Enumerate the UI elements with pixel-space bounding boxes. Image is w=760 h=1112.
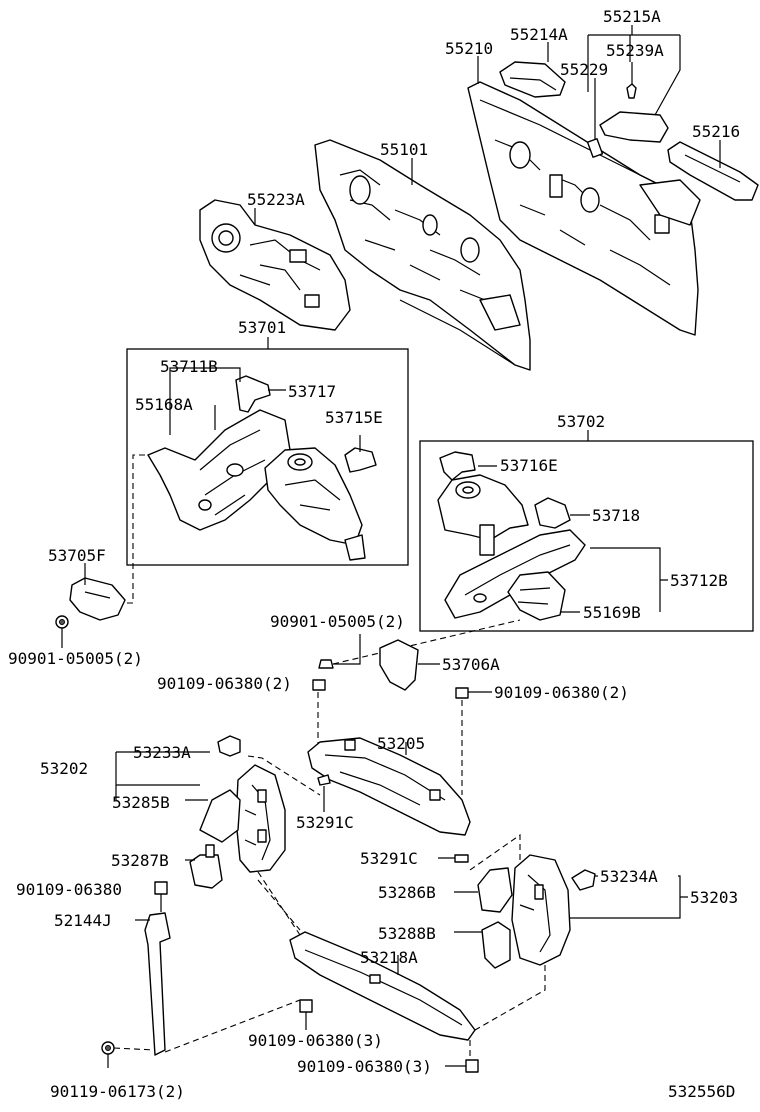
label-90109-06380-d: 90109-06380(3) xyxy=(248,1031,383,1050)
part-suspension-tower-left xyxy=(264,447,366,561)
part-53291C-clip-a xyxy=(317,774,331,786)
labels: 55214A 55215A 55210 55239A 55229 55216 5… xyxy=(8,7,740,1101)
diagram-id: 532556D xyxy=(668,1082,735,1101)
part-53233A-cap xyxy=(217,735,241,757)
part-53286B xyxy=(477,867,513,913)
part-suspension-tower-right xyxy=(437,474,529,556)
label-55101: 55101 xyxy=(380,140,428,159)
label-53218A: 53218A xyxy=(360,948,418,967)
part-55169B xyxy=(507,571,566,621)
label-90901-05005-left: 90901-05005(2) xyxy=(8,649,143,668)
label-53702: 53702 xyxy=(557,412,605,431)
label-53706A: 53706A xyxy=(442,655,500,674)
part-90109-bolt-d xyxy=(299,999,313,1013)
part-53706A-bracket xyxy=(379,639,419,691)
label-55239A: 55239A xyxy=(606,41,664,60)
label-55210: 55210 xyxy=(445,39,493,58)
label-55215A: 55215A xyxy=(603,7,661,26)
part-55215A xyxy=(599,111,669,143)
part-55216 xyxy=(667,141,759,201)
label-53234A: 53234A xyxy=(600,867,658,886)
label-55214A: 55214A xyxy=(510,25,568,44)
part-55239A-clip xyxy=(626,83,637,99)
part-53203-side-support-right xyxy=(511,854,571,966)
part-53716E-bracket xyxy=(439,451,476,481)
part-53285B xyxy=(199,789,241,843)
label-53701: 53701 xyxy=(238,318,286,337)
part-53715E-bracket xyxy=(344,447,377,473)
part-53705F-bracket xyxy=(69,577,126,621)
label-53715E: 53715E xyxy=(325,408,383,427)
label-53291C-a: 53291C xyxy=(296,813,354,832)
part-53202-side-support-left xyxy=(235,764,286,873)
label-53203: 53203 xyxy=(690,888,738,907)
part-90901-bolt-mid xyxy=(318,659,334,669)
part-53205-radiator-support-upper xyxy=(307,737,471,836)
part-90109-bolt-a xyxy=(312,679,326,691)
part-55210-dash-panel xyxy=(467,81,701,336)
part-55223A-insulator xyxy=(199,199,351,331)
part-90119-bolt xyxy=(101,1041,115,1055)
part-55214A xyxy=(499,61,566,98)
label-53205: 53205 xyxy=(377,734,425,753)
label-90109-06380-e: 90109-06380(3) xyxy=(297,1057,432,1076)
part-53712B-apron xyxy=(444,529,586,619)
label-55229: 55229 xyxy=(560,60,608,79)
part-52144J-lock xyxy=(144,912,171,1056)
part-53288B xyxy=(481,921,511,969)
part-53234A-cap xyxy=(571,869,596,891)
part-53287B xyxy=(189,844,223,889)
label-53711B: 53711B xyxy=(160,357,218,376)
label-53717: 53717 xyxy=(288,382,336,401)
part-90109-bolt-c xyxy=(154,881,168,895)
label-53712B: 53712B xyxy=(670,571,728,590)
top-leaders xyxy=(254,25,721,225)
label-53291C-b: 53291C xyxy=(360,849,418,868)
label-90109-06380-b: 90109-06380(2) xyxy=(494,683,629,702)
label-55223A: 55223A xyxy=(247,190,305,209)
label-53233A: 53233A xyxy=(133,743,191,762)
label-55216: 55216 xyxy=(692,122,740,141)
label-53716E: 53716E xyxy=(500,456,558,475)
label-53286B: 53286B xyxy=(378,883,436,902)
label-90109-06380-a: 90109-06380(2) xyxy=(157,674,292,693)
part-53218A-radiator-support-lower xyxy=(289,931,476,1041)
part-53291C-clip-b xyxy=(454,854,469,863)
label-90901-05005-mid: 90901-05005(2) xyxy=(270,612,405,631)
part-90109-bolt-e xyxy=(465,1059,479,1073)
label-55168A: 55168A xyxy=(135,395,193,414)
part-55101-dash-panel xyxy=(314,139,531,371)
label-55169B: 55169B xyxy=(583,603,641,622)
part-55229-pin xyxy=(586,138,604,158)
label-53202: 53202 xyxy=(40,759,88,778)
part-90901-bolt-left xyxy=(55,615,69,629)
label-53285B: 53285B xyxy=(112,793,170,812)
label-90119-06173: 90119-06173(2) xyxy=(50,1082,185,1101)
label-53288B: 53288B xyxy=(378,924,436,943)
label-52144J: 52144J xyxy=(54,911,112,930)
group-box-53702 xyxy=(419,440,754,632)
part-53718-bracket xyxy=(534,497,571,529)
part-90109-bolt-b xyxy=(455,687,469,699)
label-53718: 53718 xyxy=(592,506,640,525)
label-53287B: 53287B xyxy=(111,851,169,870)
part-53717-bracket xyxy=(235,375,271,413)
label-53705F: 53705F xyxy=(48,546,106,565)
label-90109-06380-c: 90109-06380 xyxy=(16,880,122,899)
part-55168A-53711B-apron xyxy=(147,409,291,531)
